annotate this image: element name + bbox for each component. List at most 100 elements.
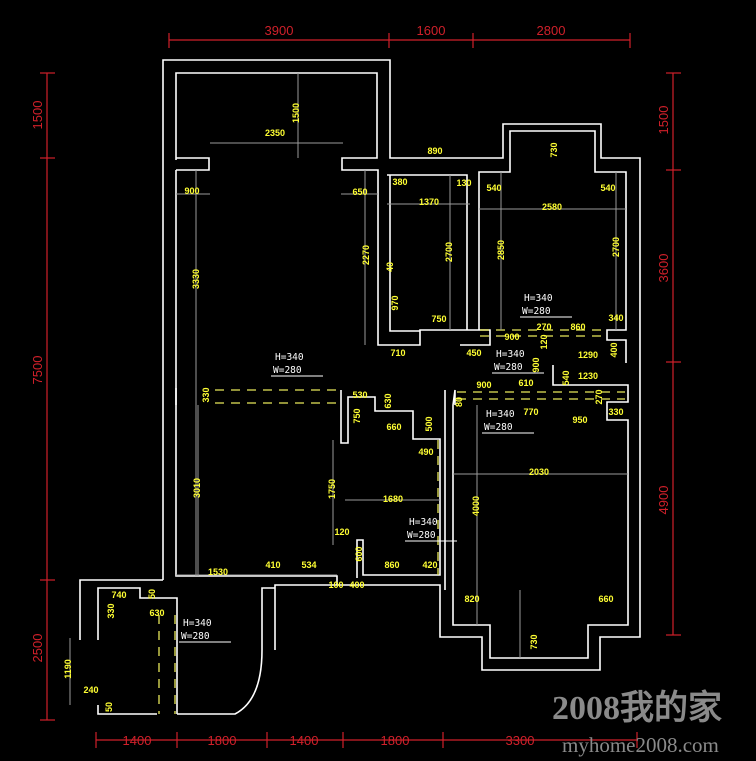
dimension-label: 660 <box>386 422 401 432</box>
dimension-label: 730 <box>549 142 559 157</box>
opening-width-note: W=280 <box>181 631 210 642</box>
inner-wall-living <box>175 72 491 346</box>
dimension-label: 400 <box>349 580 364 590</box>
dimension-label: 860 <box>384 560 399 570</box>
dimension-label: 4000 <box>471 496 481 516</box>
door-openings <box>158 329 625 714</box>
outer-walls <box>79 59 641 715</box>
dimension-label: 1190 <box>63 659 73 679</box>
dimension-label: 820 <box>464 594 479 604</box>
inner-wall-bedroom1 <box>478 130 627 363</box>
opening-height-note: H=340 <box>496 349 525 360</box>
dimension-label: 50 <box>147 589 157 599</box>
dimension-label: 900 <box>476 380 491 390</box>
dimension-label: 750 <box>352 408 362 423</box>
inner-wall-bedroom2 <box>387 174 468 332</box>
outer-dimension-top: 1600 <box>417 23 446 38</box>
inner-wall-kitchen <box>340 390 446 590</box>
inner-wall-bath <box>452 365 629 659</box>
dimension-label: 40 <box>385 262 395 272</box>
opening-annotations: H=340W=280H=340W=280H=340W=280H=340W=280… <box>179 293 572 643</box>
outer-dimension-right: 4900 <box>656 486 671 515</box>
dimension-label: 534 <box>301 560 316 570</box>
dimension-label: 380 <box>392 177 407 187</box>
outer-dimension-left: 1500 <box>30 101 45 130</box>
dimension-label: 540 <box>600 183 615 193</box>
dimension-label: 330 <box>106 603 116 618</box>
opening-height-note: H=340 <box>524 293 553 304</box>
dimension-label: 540 <box>561 370 571 385</box>
dimension-label: 770 <box>523 407 538 417</box>
opening-height-note: H=340 <box>275 352 304 363</box>
dimension-label: 860 <box>570 322 585 332</box>
watermark-url: myhome2008.com <box>562 733 719 757</box>
dimension-label: 410 <box>265 560 280 570</box>
dimension-label: 2350 <box>265 128 285 138</box>
dimension-label: 100 <box>328 580 343 590</box>
dimension-label: 3330 <box>191 269 201 289</box>
outer-dimension-right: 3600 <box>656 254 671 283</box>
dimension-label: 950 <box>572 415 587 425</box>
dimension-label: 660 <box>598 594 613 604</box>
opening-width-note: W=280 <box>407 530 436 541</box>
dimension-label: 120 <box>539 334 549 349</box>
dimension-label: 890 <box>427 146 442 156</box>
outer-dimension-top: 3900 <box>265 23 294 38</box>
dimension-label: 530 <box>352 390 367 400</box>
opening-width-note: W=280 <box>522 306 551 317</box>
dimension-label: 2850 <box>496 240 506 260</box>
dimension-label: 1290 <box>578 350 598 360</box>
dimension-label: 330 <box>608 407 623 417</box>
opening-width-note: W=280 <box>273 365 302 376</box>
outer-dimension-bottom: 1400 <box>123 733 152 748</box>
dimension-label: 270 <box>536 322 551 332</box>
dimension-label: 1750 <box>327 479 337 499</box>
dimension-label: 1530 <box>208 567 228 577</box>
opening-height-note: H=340 <box>183 618 212 629</box>
dimension-label: 420 <box>422 560 437 570</box>
dimension-label: 80 <box>454 397 464 407</box>
outer-dimension-top: 2800 <box>537 23 566 38</box>
dimension-label: 3010 <box>192 478 202 498</box>
dimension-label: 900 <box>504 332 519 342</box>
dimension-label: 710 <box>390 348 405 358</box>
dimension-label: 270 <box>594 389 604 404</box>
dimension-label: 1680 <box>383 494 403 504</box>
dimension-label: 330 <box>201 387 211 402</box>
dimension-label: 540 <box>486 183 501 193</box>
opening-height-note: H=340 <box>409 517 438 528</box>
dimension-label: 630 <box>149 608 164 618</box>
dimension-label: 490 <box>418 447 433 457</box>
dimension-label: 2700 <box>444 242 454 262</box>
dimension-label: 750 <box>431 314 446 324</box>
dimension-label: 740 <box>111 590 126 600</box>
outer-dimension-left: 2500 <box>30 634 45 663</box>
opening-width-note: W=280 <box>494 362 523 373</box>
outer-wall-left-bottom <box>79 579 163 640</box>
opening-width-note: W=280 <box>484 422 513 433</box>
outer-wall <box>162 59 641 671</box>
dimension-label: 2580 <box>542 202 562 212</box>
outer-dimension-bottom: 1400 <box>290 733 319 748</box>
outer-dimension-bottom: 3300 <box>506 733 535 748</box>
dimension-label: 120 <box>334 527 349 537</box>
watermark-title: 2008我的家 <box>552 690 722 727</box>
inner-wall-living-left <box>175 157 338 585</box>
dimension-label: 900 <box>184 186 199 196</box>
dimension-label: 600 <box>354 546 364 561</box>
dimension-label: 1230 <box>578 371 598 381</box>
dimension-label: 610 <box>518 378 533 388</box>
outer-dimension-left: 7500 <box>30 356 45 385</box>
dimension-label: 650 <box>352 187 367 197</box>
dimension-label: 2030 <box>529 467 549 477</box>
outer-dimension-bottom: 1800 <box>381 733 410 748</box>
dimension-lines <box>69 73 628 705</box>
dimension-label: 630 <box>383 393 393 408</box>
dimension-label: 240 <box>83 685 98 695</box>
opening-height-note: H=340 <box>486 409 515 420</box>
dimension-label: 500 <box>424 416 434 431</box>
dimension-label: 340 <box>608 313 623 323</box>
outer-dimension-right: 1500 <box>656 106 671 135</box>
